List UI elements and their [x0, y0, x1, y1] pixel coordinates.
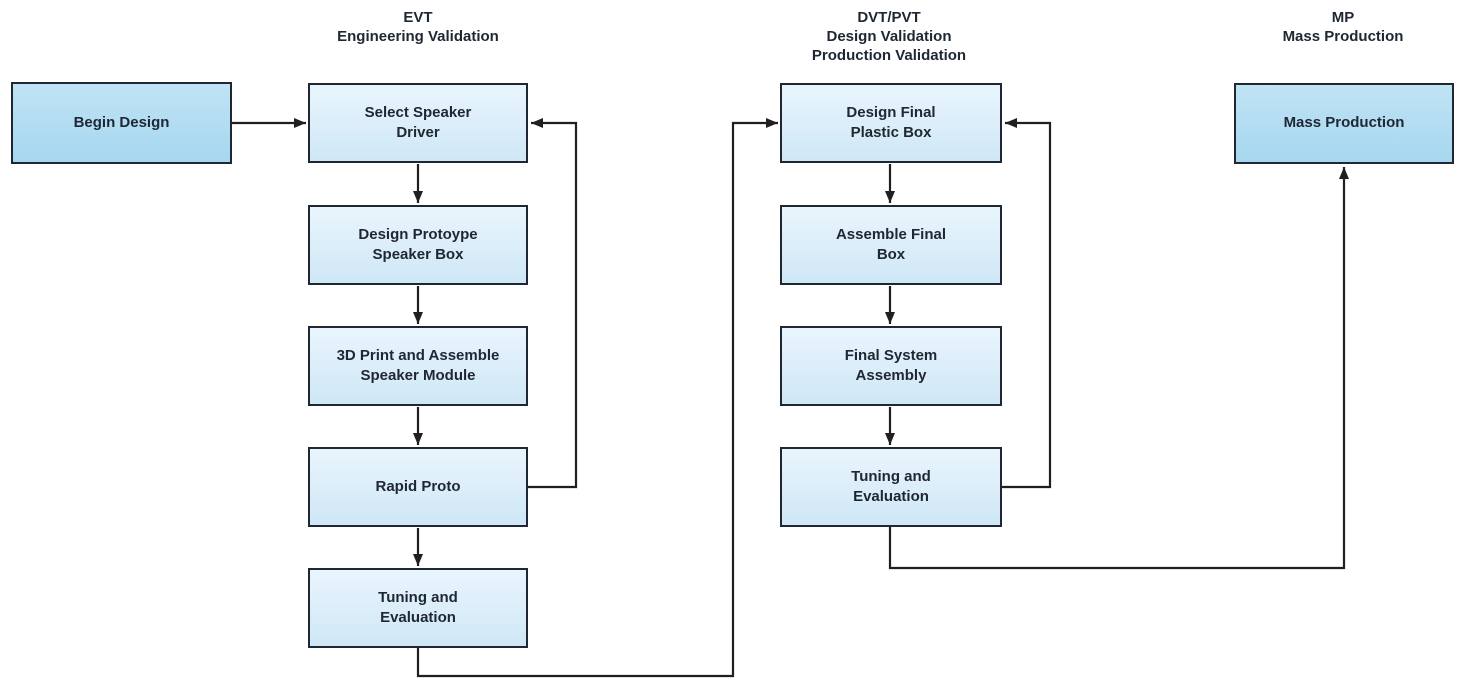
node-evt-tuning-evaluation: Tuning and Evaluation [308, 568, 528, 648]
node-3d-print-assemble-speaker-module: 3D Print and Assemble Speaker Module [308, 326, 528, 406]
arrow-dvt-tuning-feedback-to-design-final [1002, 118, 1052, 489]
node-mass-production-label: Mass Production [1283, 114, 1405, 132]
node-select-speaker-driver: Select Speaker Driver [308, 83, 528, 163]
node-design-final-plastic-box: Design Final Plastic Box [780, 83, 1002, 163]
node-design-prototype-speaker-box: Design Protoype Speaker Box [308, 205, 528, 285]
node-design-prototype-speaker-box-label: Design Protoype Speaker Box [358, 225, 478, 263]
node-final-system-assembly-label: Final System Assembly [844, 346, 938, 384]
arrow-dvt-tuning-to-mass-production [888, 167, 1349, 570]
node-mass-production: Mass Production [1234, 83, 1454, 164]
node-rapid-proto-label: Rapid Proto [375, 477, 461, 495]
node-evt-tuning-evaluation-label: Tuning and Evaluation [378, 588, 458, 626]
node-begin-design-label: Begin Design [73, 113, 170, 131]
node-design-final-plastic-box-label: Design Final Plastic Box [846, 103, 936, 141]
node-dvt-tuning-evaluation: Tuning and Evaluation [780, 447, 1002, 527]
node-dvt-tuning-evaluation-label: Tuning and Evaluation [851, 467, 931, 505]
node-begin-design: Begin Design [11, 82, 232, 164]
node-assemble-final-box-label: Assemble Final Box [835, 225, 947, 263]
node-rapid-proto: Rapid Proto [308, 447, 528, 527]
node-3d-print-assemble-speaker-module-label: 3D Print and Assemble Speaker Module [336, 346, 500, 384]
phase-header-evt: EVT Engineering Validation [337, 9, 499, 46]
phase-header-mp: MP Mass Production [1282, 9, 1404, 46]
arrow-evt-tuning-to-design-final [416, 118, 778, 678]
arrow-rapid-proto-feedback-to-select-driver [528, 118, 578, 489]
node-select-speaker-driver-label: Select Speaker Driver [364, 103, 472, 141]
phase-header-dvt-pvt: DVT/PVT Design Validation Production Val… [811, 9, 967, 65]
node-final-system-assembly: Final System Assembly [780, 326, 1002, 406]
node-assemble-final-box: Assemble Final Box [780, 205, 1002, 285]
